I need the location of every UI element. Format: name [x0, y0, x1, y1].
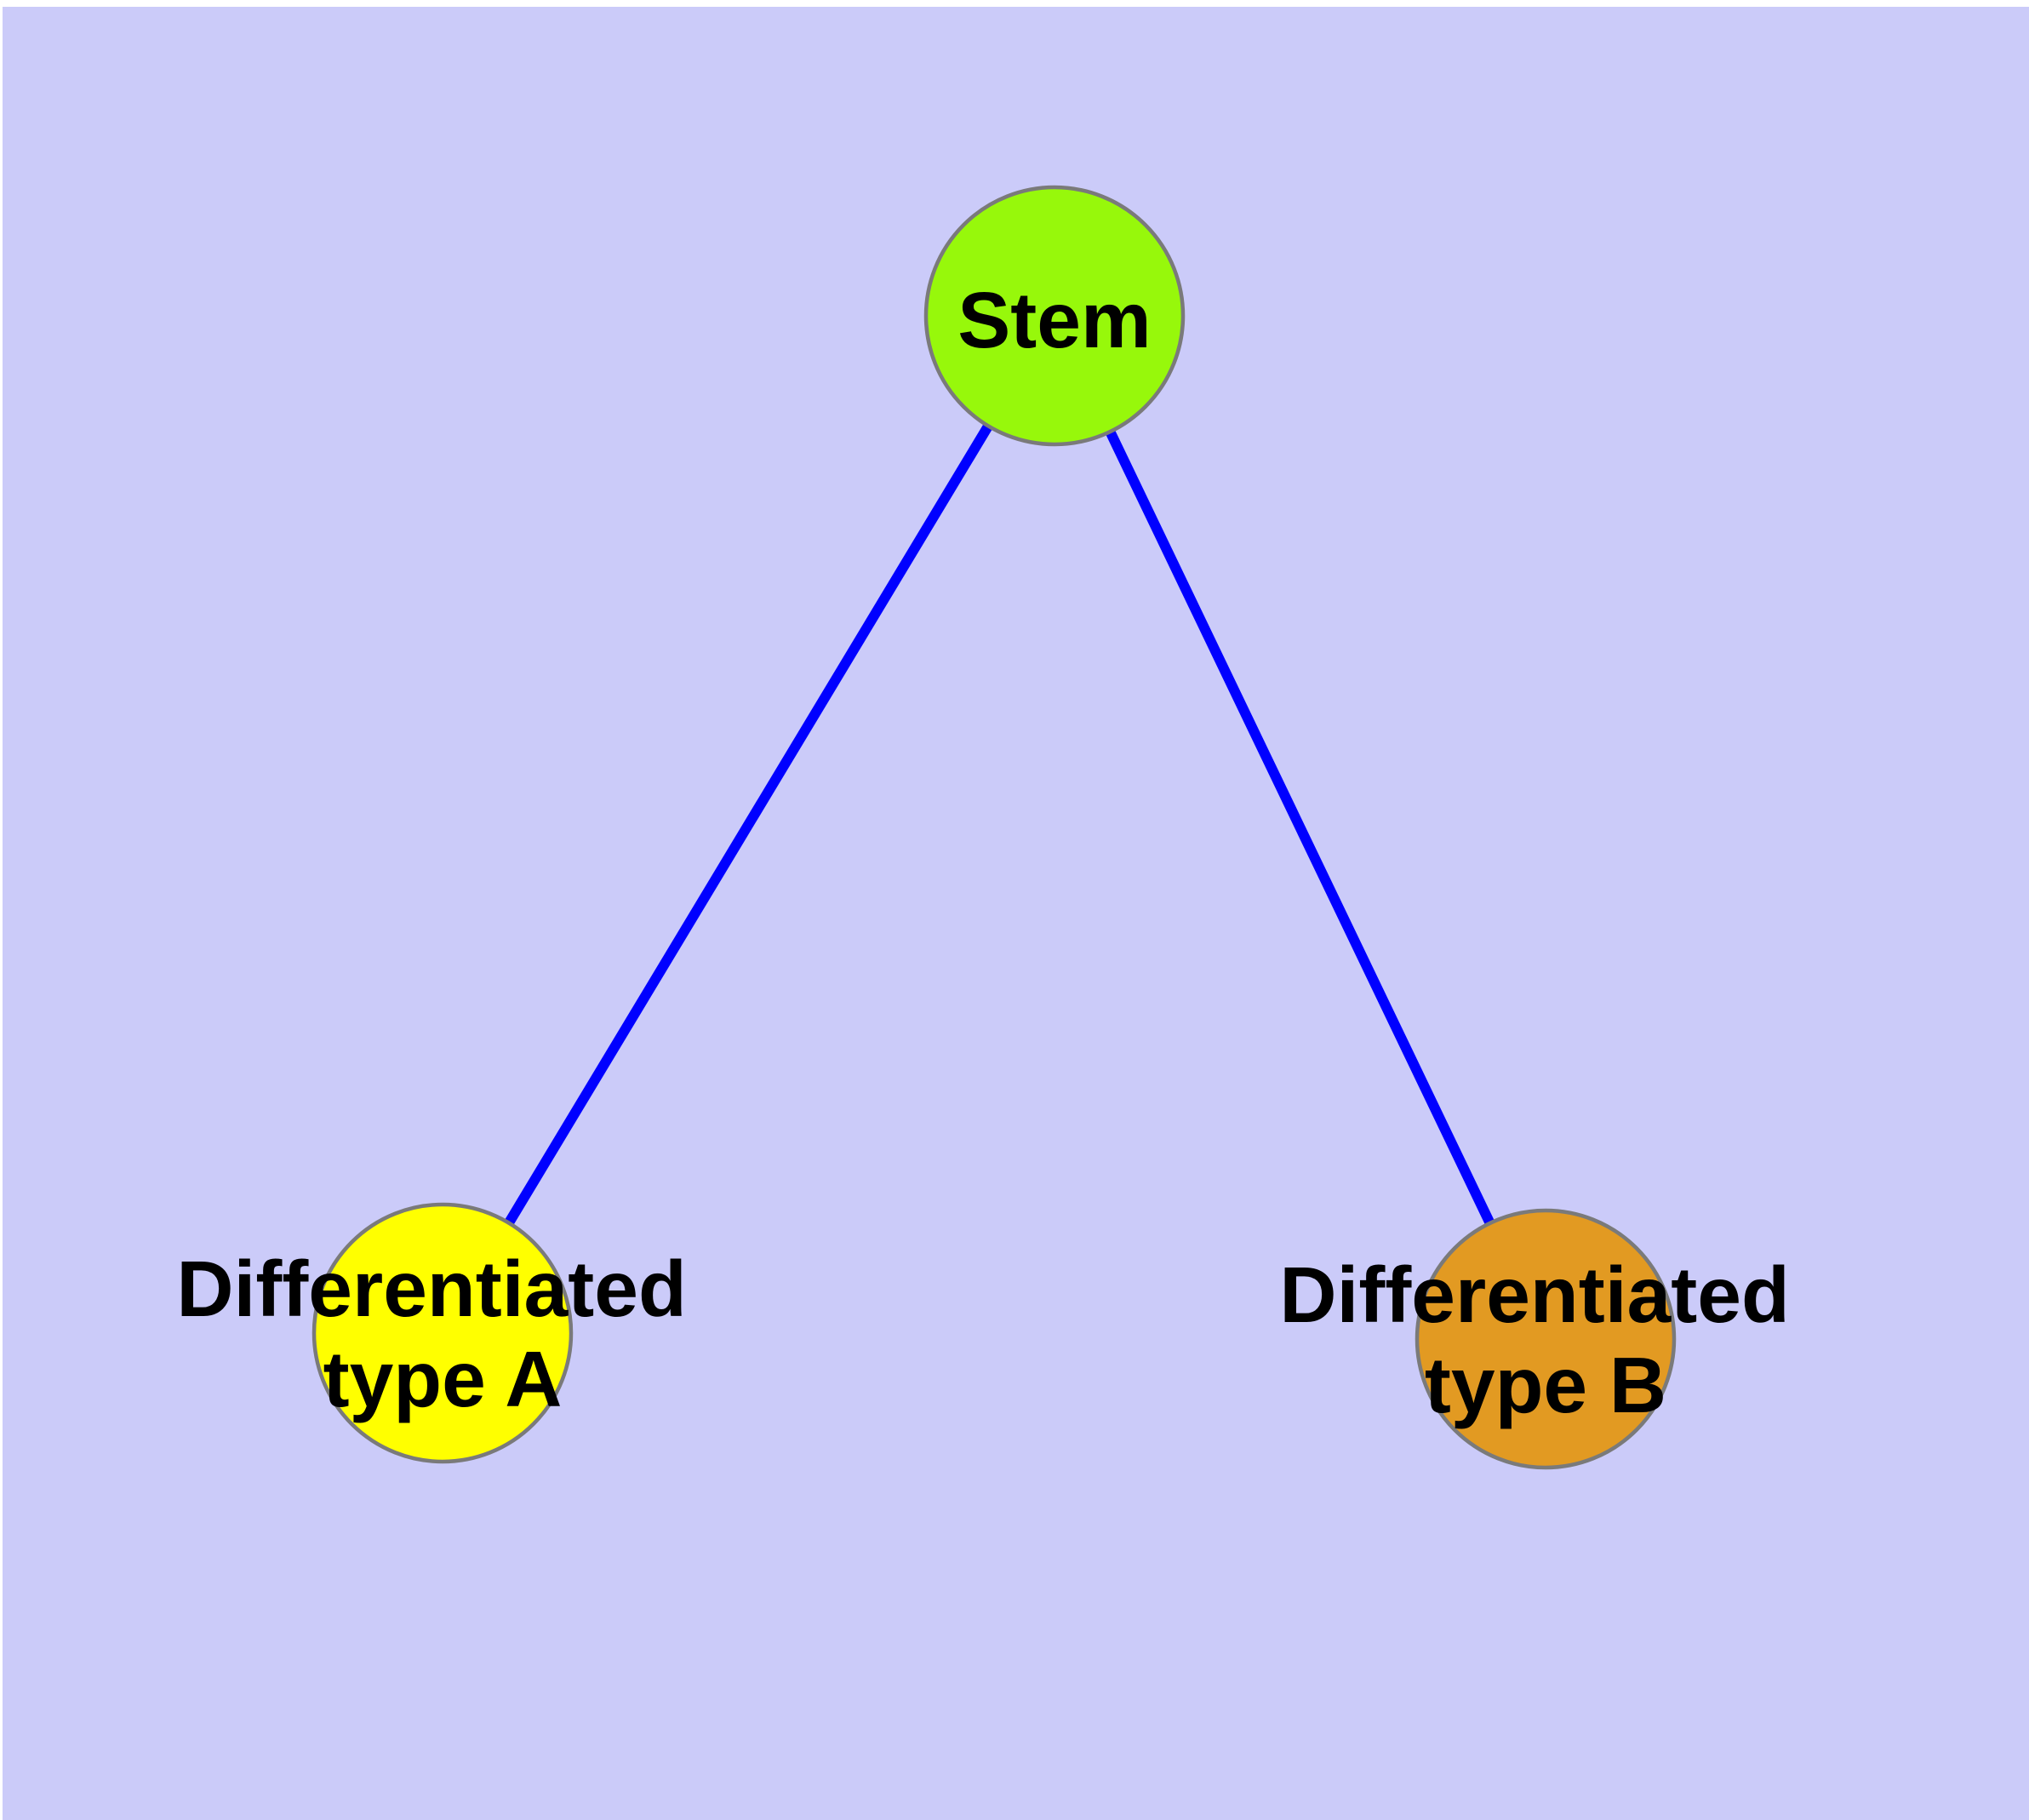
node-differentiated-type-a-label: Differentiated type A	[176, 1245, 708, 1423]
node-differentiated-type-a-label-line1: Differentiated	[176, 1245, 686, 1333]
node-differentiated-type-b[interactable]	[1415, 1208, 1677, 1470]
node-differentiated-type-b-label-line1: Differentiated	[1279, 1251, 1789, 1339]
node-differentiated-type-b-label-line2: type B	[1425, 1341, 1666, 1429]
edge-stem-to-type-a	[437, 312, 1060, 1336]
node-differentiated-type-b-label: Differentiated type B	[1279, 1251, 1811, 1429]
edge-stem-to-type-b	[1049, 313, 1551, 1342]
node-stem-label-line: Stem	[957, 276, 1151, 364]
node-differentiated-type-a-label-line2: type A	[323, 1335, 563, 1423]
node-stem[interactable]	[923, 185, 1186, 447]
node-stem-label: Stem	[957, 276, 1151, 364]
node-differentiated-type-a[interactable]	[311, 1202, 574, 1464]
